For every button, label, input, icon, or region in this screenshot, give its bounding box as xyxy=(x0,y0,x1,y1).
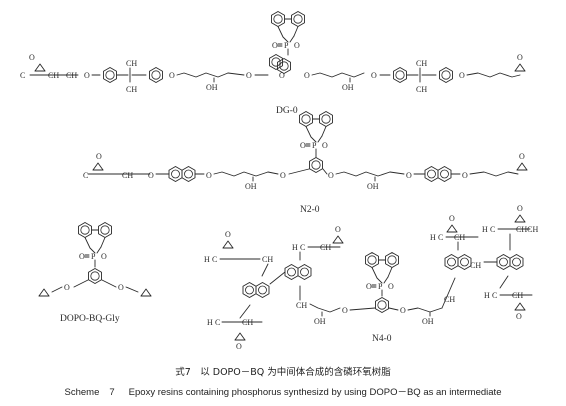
svg-text:CH: CH xyxy=(470,261,481,270)
svg-text:O: O xyxy=(406,171,412,180)
svg-text:CH: CH xyxy=(416,59,427,68)
svg-text:C: C xyxy=(20,71,25,80)
svg-text:C: C xyxy=(492,291,497,300)
svg-text:O: O xyxy=(29,53,35,62)
svg-text:C: C xyxy=(300,243,305,252)
svg-text:O: O xyxy=(225,230,231,239)
svg-text:O: O xyxy=(459,71,465,80)
structure-n40: O H C CH H C CH O H C CH O CH OH O P O xyxy=(204,204,538,351)
svg-text:OH: OH xyxy=(206,83,218,92)
svg-text:O: O xyxy=(517,204,523,213)
svg-text:O: O xyxy=(84,71,90,80)
svg-text:O: O xyxy=(118,283,124,292)
svg-text:C: C xyxy=(438,233,443,242)
structure-dg0: O C CH CH O CH CH O OH O O P O O xyxy=(20,12,526,116)
svg-text:OH: OH xyxy=(367,182,379,191)
svg-text:O: O xyxy=(101,252,107,261)
svg-text:CH: CH xyxy=(126,85,137,94)
caption-en-prefix: Scheme xyxy=(64,387,100,398)
svg-text:O: O xyxy=(388,282,394,291)
svg-text:P: P xyxy=(312,141,317,150)
svg-text:O: O xyxy=(328,171,334,180)
svg-text:O: O xyxy=(516,312,522,321)
svg-text:H: H xyxy=(292,243,298,252)
svg-text:O: O xyxy=(335,225,341,234)
svg-text:O: O xyxy=(96,152,102,161)
svg-text:OH: OH xyxy=(245,182,257,191)
svg-text:H: H xyxy=(484,291,490,300)
svg-text:O: O xyxy=(280,171,286,180)
svg-text:P: P xyxy=(284,41,289,50)
svg-text:CH: CH xyxy=(416,85,427,94)
svg-text:OH: OH xyxy=(422,317,434,326)
label-n40: N4-0 xyxy=(372,334,392,344)
svg-text:CH: CH xyxy=(320,243,331,252)
svg-text:CH: CH xyxy=(126,59,137,68)
svg-text:O: O xyxy=(279,71,285,80)
svg-text:CH: CH xyxy=(444,295,455,304)
caption-english: Scheme 7 Epoxy resins containing phosphoru… xyxy=(0,384,566,398)
svg-text:CH: CH xyxy=(512,291,523,300)
svg-text:O: O xyxy=(366,282,372,291)
svg-text:H: H xyxy=(207,318,213,327)
svg-text:CHCH: CHCH xyxy=(516,225,538,234)
svg-text:CH: CH xyxy=(262,255,273,264)
svg-text:OH: OH xyxy=(314,317,326,326)
svg-text:O: O xyxy=(304,71,310,80)
svg-text:CH: CH xyxy=(242,318,253,327)
svg-text:O: O xyxy=(236,342,242,351)
svg-text:H: H xyxy=(430,233,436,242)
svg-text:P: P xyxy=(378,282,383,291)
svg-text:CH: CH xyxy=(66,71,77,80)
svg-text:H: H xyxy=(204,255,210,264)
caption-chinese: 式7 以 DOPO－BQ 为中间体合成的含磷环氧树脂 xyxy=(175,367,391,378)
svg-text:OH: OH xyxy=(342,83,354,92)
svg-text:O: O xyxy=(400,306,406,315)
svg-text:C: C xyxy=(490,225,495,234)
label-dopo-bq-gly: DOPO-BQ-Gly xyxy=(60,314,120,324)
svg-text:O: O xyxy=(371,71,377,80)
svg-text:O: O xyxy=(169,71,175,80)
structure-dopo-bq-gly: P O O O O DOPO-BQ-Gly xyxy=(38,223,152,324)
svg-text:O: O xyxy=(246,71,252,80)
svg-text:CH: CH xyxy=(48,71,59,80)
svg-text:O: O xyxy=(322,141,328,150)
svg-text:O: O xyxy=(519,152,525,161)
svg-text:O: O xyxy=(206,171,212,180)
svg-text:C: C xyxy=(215,318,220,327)
svg-text:H: H xyxy=(482,225,488,234)
svg-text:O: O xyxy=(79,252,85,261)
svg-text:CH: CH xyxy=(296,301,307,310)
svg-text:O: O xyxy=(300,141,306,150)
structure-n20: O C CH O O OH O P O O O OH O xyxy=(83,112,528,215)
svg-text:CH: CH xyxy=(454,233,465,242)
svg-text:O: O xyxy=(294,41,300,50)
label-n20: N2-0 xyxy=(300,205,320,215)
caption-en-text: Epoxy resins containing phosphorus synth… xyxy=(128,387,502,398)
svg-text:P: P xyxy=(91,252,96,261)
svg-text:CH: CH xyxy=(122,171,133,180)
svg-text:O: O xyxy=(272,41,278,50)
svg-text:C: C xyxy=(212,255,217,264)
svg-text:O: O xyxy=(342,306,348,315)
svg-text:O: O xyxy=(517,53,523,62)
svg-text:O: O xyxy=(148,171,154,180)
svg-text:O: O xyxy=(462,171,468,180)
svg-text:O: O xyxy=(449,214,455,223)
svg-text:C: C xyxy=(83,171,88,180)
label-dg0: DG-0 xyxy=(276,106,298,116)
caption-en-number: 7 xyxy=(109,387,115,398)
svg-text:O: O xyxy=(64,283,70,292)
